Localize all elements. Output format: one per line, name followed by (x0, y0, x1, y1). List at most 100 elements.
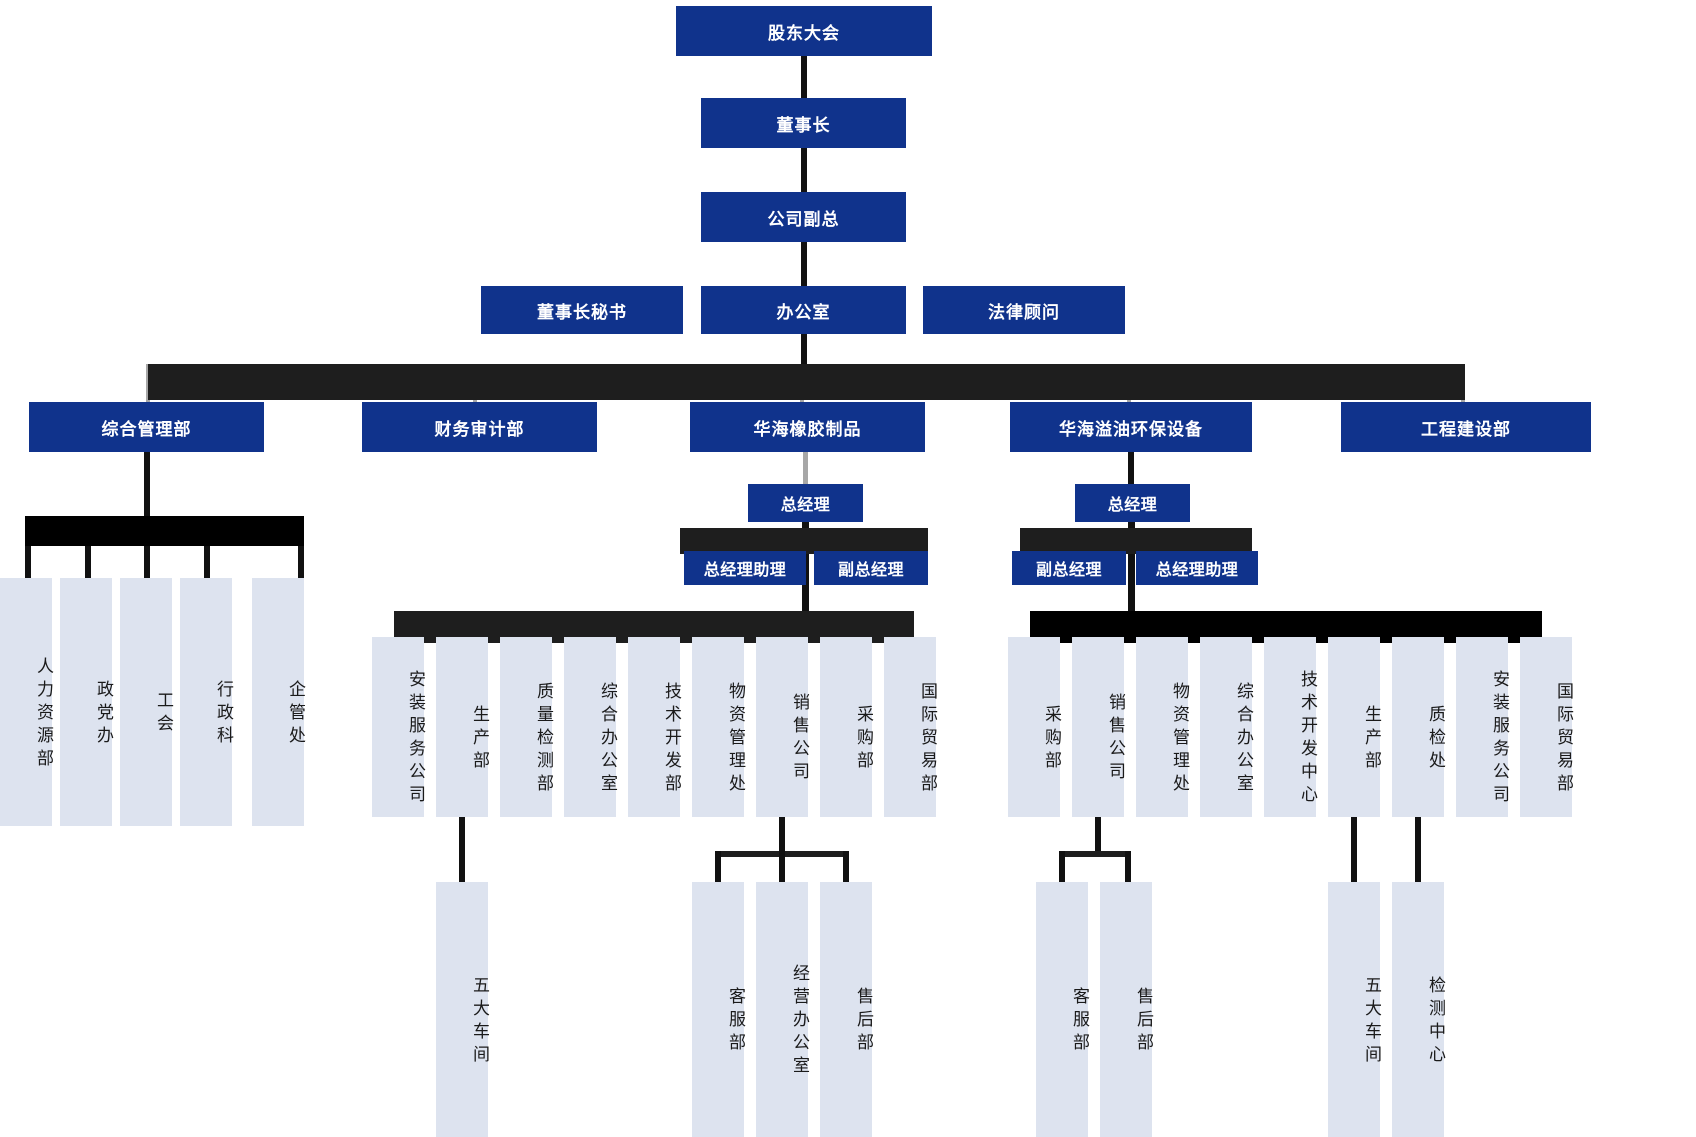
node-label: 董事长秘书 (537, 302, 627, 322)
node-enterprise-management-office[interactable]: 企管处 (252, 578, 305, 826)
node-hr-department[interactable]: 人力资源部 (0, 578, 53, 826)
node-label: 售后部 (1134, 987, 1153, 1056)
node-label: 销售公司 (1106, 693, 1125, 785)
node-label: 售后部 (854, 987, 873, 1056)
node-oil-general-manager[interactable]: 总经理 (1075, 484, 1190, 522)
node-union[interactable]: 工会 (120, 578, 173, 826)
node-division-rubber[interactable]: 华海橡胶制品 (690, 402, 925, 452)
node-rb-materials-management-office[interactable]: 物资管理处 (692, 637, 745, 817)
connector-shareholders-to-chairman (801, 56, 807, 98)
node-legal-counsel[interactable]: 法律顾问 (923, 286, 1125, 334)
node-label: 采购部 (1042, 704, 1061, 774)
node-oil-five-workshops[interactable]: 五大车间 (1328, 882, 1381, 1137)
node-rb-operations-office[interactable]: 经营办公室 (756, 882, 809, 1137)
node-label: 办公室 (776, 302, 831, 322)
node-dept-finance-audit[interactable]: 财务审计部 (362, 402, 597, 452)
node-rb-after-sales-department[interactable]: 售后部 (820, 882, 873, 1137)
node-label: 总经理 (780, 497, 831, 514)
connector-rb-sales-down (779, 817, 785, 853)
node-rb-five-workshops[interactable]: 五大车间 (436, 882, 489, 1137)
node-shareholders-meeting[interactable]: 股东大会 (676, 6, 932, 56)
node-label: 经营办公室 (790, 964, 809, 1079)
node-chairman-secretary[interactable]: 董事长秘书 (481, 286, 683, 334)
node-rb-quality-inspection-department[interactable]: 质量检测部 (500, 637, 553, 817)
node-label: 安装服务公司 (406, 670, 425, 808)
node-oil-purchasing-department[interactable]: 采购部 (1008, 637, 1061, 817)
node-oil-international-trade-department[interactable]: 国际贸易部 (1520, 637, 1573, 817)
node-division-oilspill[interactable]: 华海溢油环保设备 (1010, 402, 1252, 452)
node-admin-section[interactable]: 行政科 (180, 578, 233, 826)
node-rubber-vice-gm[interactable]: 副总经理 (814, 551, 928, 585)
connector-drop-party-office (85, 516, 91, 578)
connector-drop-oil-customer-service (1059, 851, 1065, 882)
connector-oilspill-to-gm (1128, 452, 1134, 484)
connector-drop-union (144, 516, 150, 578)
node-office[interactable]: 办公室 (701, 286, 906, 334)
node-label: 物资管理处 (726, 681, 745, 797)
node-label: 人力资源部 (34, 656, 53, 772)
node-label: 工会 (154, 691, 173, 737)
node-label: 法律顾问 (988, 302, 1060, 322)
node-oil-customer-service-department[interactable]: 客服部 (1036, 882, 1089, 1137)
node-oil-quality-inspection-office[interactable]: 质检处 (1392, 637, 1445, 817)
node-rb-sales-company[interactable]: 销售公司 (756, 637, 809, 817)
node-rb-purchasing-department[interactable]: 采购部 (820, 637, 873, 817)
node-oil-install-service-company[interactable]: 安装服务公司 (1456, 637, 1509, 817)
node-label: 总经理 (1107, 497, 1158, 514)
node-dept-general-management[interactable]: 综合管理部 (29, 402, 264, 452)
node-rb-install-service-company[interactable]: 安装服务公司 (372, 637, 425, 817)
node-label: 国际贸易部 (918, 681, 937, 797)
connector-bar-main-departments (148, 364, 1465, 400)
node-label: 华海橡胶制品 (753, 419, 862, 439)
connector-oil-production-to-workshops (1351, 817, 1357, 882)
node-oil-after-sales-department[interactable]: 售后部 (1100, 882, 1153, 1137)
node-rb-customer-service-department[interactable]: 客服部 (692, 882, 745, 1137)
connector-bar-rubber-managers (680, 528, 928, 554)
node-oil-test-center[interactable]: 检测中心 (1392, 882, 1445, 1137)
node-label: 股东大会 (768, 23, 840, 43)
node-label: 五大车间 (1362, 975, 1381, 1068)
node-label: 检测中心 (1426, 975, 1445, 1068)
node-vice-president[interactable]: 公司副总 (701, 192, 906, 242)
node-chairman[interactable]: 董事长 (701, 98, 906, 148)
node-label: 行政科 (214, 679, 233, 749)
node-rb-general-office[interactable]: 综合办公室 (564, 637, 617, 817)
connector-drop-oil-after-sales (1125, 851, 1131, 882)
node-label: 副总经理 (1035, 562, 1102, 579)
node-label: 综合办公室 (598, 681, 617, 797)
connector-drop-rb-customer-service (715, 851, 721, 882)
node-oil-gm-assistant[interactable]: 总经理助理 (1136, 551, 1258, 585)
node-oil-materials-management-office[interactable]: 物资管理处 (1136, 637, 1189, 817)
node-label: 技术开发部 (662, 681, 681, 797)
connector-bar-general-management-children (25, 516, 304, 546)
node-party-office[interactable]: 政党办 (60, 578, 113, 826)
node-oil-sales-company[interactable]: 销售公司 (1072, 637, 1125, 817)
node-oil-technology-development-center[interactable]: 技术开发中心 (1264, 637, 1317, 817)
node-label: 副总经理 (837, 562, 904, 579)
connector-oil-quality-to-test-center (1415, 817, 1421, 882)
connector-bar-oil-managers (1020, 528, 1252, 554)
node-rb-international-trade-department[interactable]: 国际贸易部 (884, 637, 937, 817)
node-label: 质检处 (1426, 704, 1445, 774)
node-label: 总经理助理 (703, 562, 787, 579)
node-oil-vice-gm[interactable]: 副总经理 (1012, 551, 1126, 585)
connector-bar-oil-sales-children (1059, 851, 1131, 857)
node-label: 工程建设部 (1421, 419, 1511, 439)
node-label: 生产部 (470, 704, 489, 774)
node-rubber-gm-assistant[interactable]: 总经理助理 (684, 551, 806, 585)
connector-rubber-to-gm (803, 452, 808, 484)
node-label: 采购部 (854, 704, 873, 774)
connector-office-to-main-bar (801, 334, 807, 364)
node-rb-technology-development-department[interactable]: 技术开发部 (628, 637, 681, 817)
node-dept-engineering[interactable]: 工程建设部 (1341, 402, 1591, 452)
connector-oil-gm-down (1128, 522, 1135, 642)
node-rubber-general-manager[interactable]: 总经理 (748, 484, 863, 522)
connector-drop-admin (204, 516, 210, 578)
node-oil-production-department[interactable]: 生产部 (1328, 637, 1381, 817)
node-oil-general-office[interactable]: 综合办公室 (1200, 637, 1253, 817)
node-label: 华海溢油环保设备 (1059, 419, 1203, 439)
node-label: 销售公司 (790, 693, 809, 785)
connector-drop-hr (25, 516, 31, 578)
connector-general-management-down (144, 452, 150, 516)
node-rb-production-department[interactable]: 生产部 (436, 637, 489, 817)
